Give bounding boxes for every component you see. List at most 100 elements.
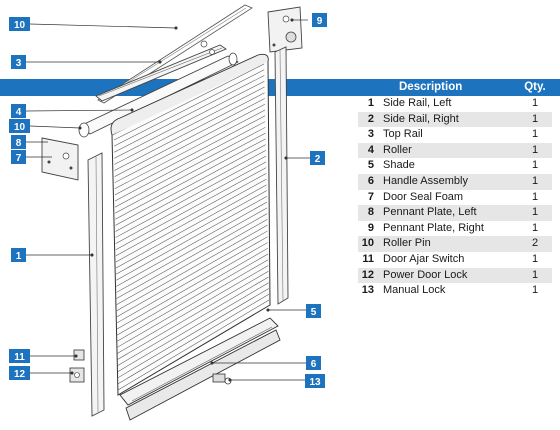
shade-slat <box>117 276 269 366</box>
callout-1: 1 <box>11 248 26 262</box>
part-description: Side Rail, Right <box>383 112 459 125</box>
shade-slat <box>114 121 266 202</box>
shade-slat <box>115 178 267 263</box>
shade-slat <box>115 150 266 232</box>
shade-slat <box>117 294 270 385</box>
part-description: Roller Pin <box>383 237 431 250</box>
part-description: Door Seal Foam <box>383 190 464 203</box>
table-row: 6 Handle Assembly 1 <box>358 173 552 190</box>
shade-slat <box>116 236 268 324</box>
part-number: 2 <box>367 112 374 125</box>
callout-12: 12 <box>9 366 30 380</box>
shade-slat <box>116 201 268 287</box>
part-qty: 1 <box>531 174 539 187</box>
callout-8: 8 <box>11 135 26 149</box>
shade-slat <box>115 155 267 238</box>
shade-slat <box>113 69 265 147</box>
shade-slat <box>117 282 269 372</box>
svg-text:4: 4 <box>16 107 22 118</box>
part-qty: 1 <box>531 268 539 281</box>
shade-slat <box>116 230 268 318</box>
svg-text:11: 11 <box>14 352 25 363</box>
callout-2: 2 <box>310 151 325 165</box>
part-description: Pennant Plate, Left <box>383 206 477 219</box>
shade-slat <box>116 224 268 311</box>
shade-slat <box>116 242 268 330</box>
part-number: 4 <box>367 143 374 156</box>
shade-slat <box>117 299 270 391</box>
shade-slat <box>117 288 269 379</box>
leader-lines <box>25 18 310 382</box>
roller-part <box>78 52 239 138</box>
handle-assembly-part <box>119 317 281 421</box>
part-qty: 1 <box>531 112 539 125</box>
part-number: 6 <box>367 174 374 187</box>
part-qty: 1 <box>531 128 539 141</box>
callout-10-left: 10 <box>9 119 30 133</box>
part-number: 11 <box>362 252 374 265</box>
shade-slat <box>115 173 267 257</box>
shade-slat <box>117 259 269 348</box>
shade-slat <box>115 167 267 250</box>
part-description: Handle Assembly <box>383 174 468 187</box>
svg-text:3: 3 <box>16 58 22 69</box>
svg-text:2: 2 <box>315 154 321 165</box>
power-door-lock-part <box>69 367 85 383</box>
header-description: Description <box>399 81 463 93</box>
part-qty: 1 <box>531 284 539 297</box>
callout-3: 3 <box>11 55 26 69</box>
part-number: 8 <box>367 206 374 219</box>
callout-13: 13 <box>305 374 325 388</box>
table-row: 1 Side Rail, Left 1 <box>358 96 552 112</box>
part-description: Roller <box>383 143 412 156</box>
manual-lock-part <box>212 373 232 385</box>
shade-slat <box>116 207 268 293</box>
part-qty: 1 <box>531 143 539 156</box>
svg-text:1: 1 <box>16 251 22 262</box>
shade-slat <box>114 86 265 165</box>
part-qty: 1 <box>531 159 539 172</box>
table-row: 2 Side Rail, Right 1 <box>358 111 552 128</box>
part-qty: 1 <box>531 206 539 219</box>
top-rail-part <box>95 40 227 102</box>
callout-6: 6 <box>306 356 321 370</box>
shade-slat <box>114 127 266 208</box>
part-number: 10 <box>361 237 374 250</box>
part-number: 12 <box>361 268 374 281</box>
shade-slat <box>116 213 268 299</box>
side-rail-right-part <box>274 46 289 305</box>
svg-text:6: 6 <box>311 359 317 370</box>
table-row: 8 Pennant Plate, Left 1 <box>358 205 552 221</box>
shade-slat <box>116 219 268 305</box>
svg-text:10: 10 <box>14 20 26 31</box>
callout-5: 5 <box>306 304 321 318</box>
table-row: 4 Roller 1 <box>358 142 552 159</box>
shade-slat <box>117 265 269 354</box>
shade-slat <box>116 196 267 281</box>
shade-slat <box>114 104 265 183</box>
shade-slat <box>114 92 265 171</box>
svg-text:10: 10 <box>14 122 26 133</box>
part-number: 7 <box>367 190 374 203</box>
part-qty: 1 <box>531 252 539 265</box>
shade-slat <box>115 161 267 244</box>
part-qty: 1 <box>531 221 539 234</box>
part-qty: 1 <box>531 97 539 109</box>
part-number: 5 <box>367 159 374 172</box>
callout-11: 11 <box>9 349 30 363</box>
shade-slat <box>113 63 265 141</box>
part-number: 13 <box>361 284 374 297</box>
part-qty: 2 <box>531 237 539 250</box>
header-number <box>358 79 374 96</box>
shade-slat <box>115 138 266 220</box>
header-qty: Qty. <box>524 81 546 93</box>
part-number: 1 <box>367 97 374 109</box>
part-description: Side Rail, Left <box>383 97 452 109</box>
